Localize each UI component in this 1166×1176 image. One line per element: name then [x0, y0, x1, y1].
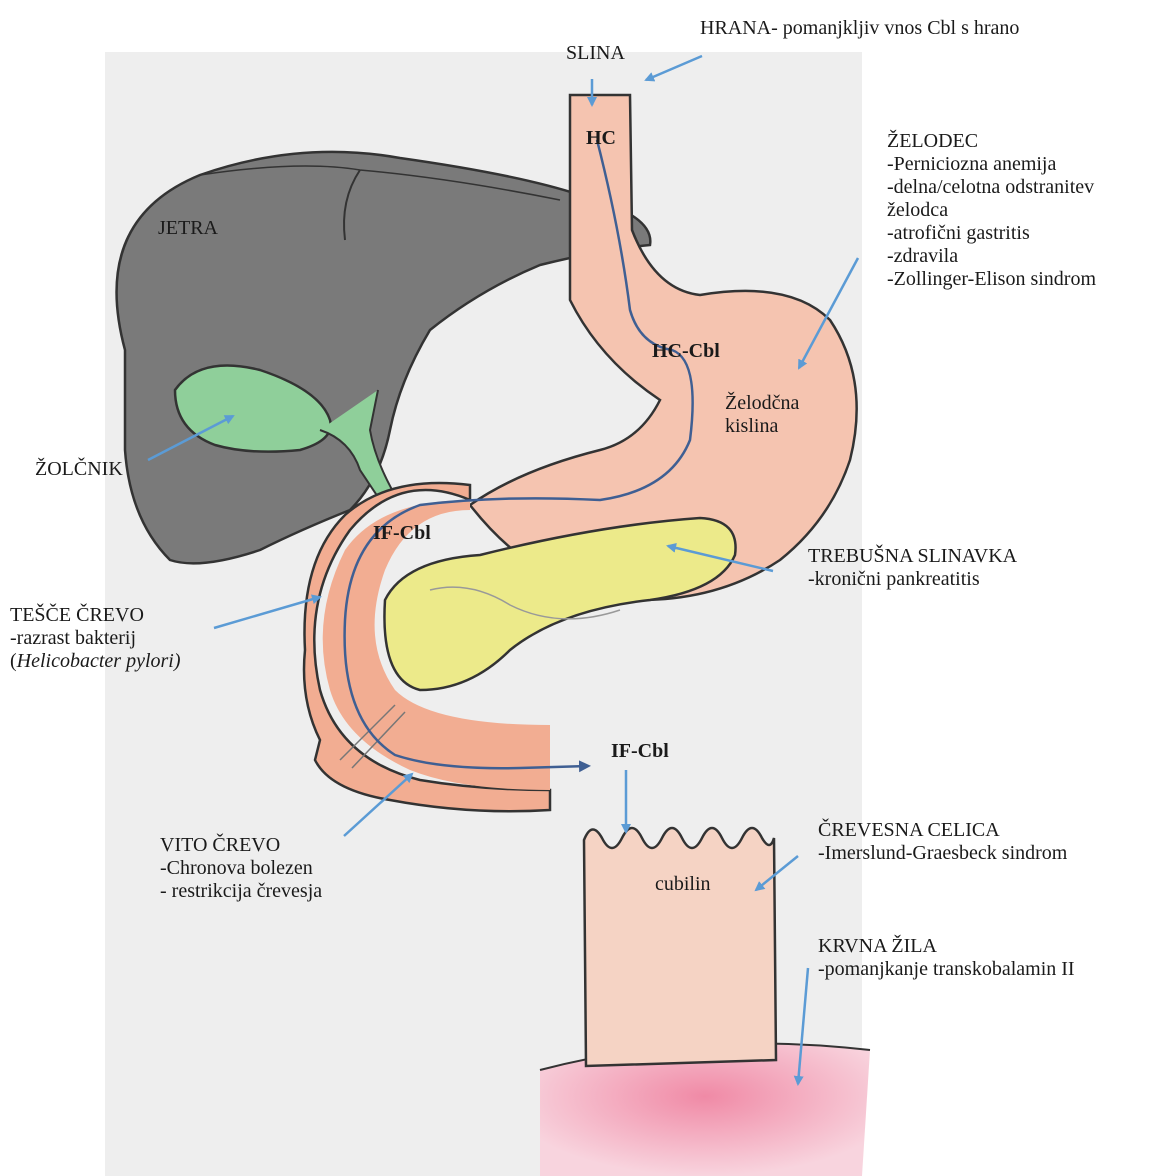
acid-line-1: Želodčna: [725, 392, 799, 415]
tesce-paren: (: [10, 650, 17, 672]
intestinal-cell: [584, 828, 776, 1066]
krvna-title: KRVNA ŽILA: [818, 935, 1075, 958]
label-if-cbl-1: IF-Cbl: [373, 522, 431, 545]
tesce-item: -razrast bakterij: [10, 627, 181, 650]
label-hc: HC: [586, 127, 616, 150]
label-krvna: KRVNA ŽILA -pomanjkanje transkobalamin I…: [818, 935, 1075, 981]
trebusna-title: TREBUŠNA SLINAVKA: [808, 545, 1017, 568]
label-stomach-acid: Želodčna kislina: [725, 392, 799, 438]
acid-line-2: kislina: [725, 415, 799, 438]
label-crevesna: ČREVESNA CELICA -Imerslund-Graesbeck sin…: [818, 819, 1067, 865]
tesce-title: TEŠČE ČREVO: [10, 604, 181, 627]
label-hc-cbl: HC-Cbl: [652, 340, 720, 363]
zelodec-title: ŽELODEC: [887, 130, 1096, 153]
crevesna-item: -Imerslund-Graesbeck sindrom: [818, 842, 1067, 865]
label-vito: VITO ČREVO -Chronova bolezen - restrikci…: [160, 834, 322, 903]
vito-item-1: -Chronova bolezen: [160, 857, 322, 880]
label-hrana: HRANA- pomanjkljiv vnos Cbl s hrano: [700, 17, 1019, 40]
krvna-item: -pomanjkanje transkobalamin II: [818, 958, 1075, 981]
zelodec-item-2: -delna/celotna odstranitev: [887, 176, 1096, 199]
label-jetra: JETRA: [158, 217, 218, 240]
trebusna-item: -kronični pankreatitis: [808, 568, 1017, 591]
zelodec-item-1: -Perniciozna anemija: [887, 153, 1096, 176]
label-trebusna: TREBUŠNA SLINAVKA -kronični pankreatitis: [808, 545, 1017, 591]
zelodec-item-6: -Zollinger-Elison sindrom: [887, 268, 1096, 291]
label-if-cbl-2: IF-Cbl: [611, 740, 669, 763]
label-tesce: TEŠČE ČREVO -razrast bakterij (Helicobac…: [10, 604, 181, 673]
label-cubilin: cubilin: [655, 873, 711, 896]
vito-item-2: - restrikcija črevesja: [160, 880, 322, 903]
crevesna-title: ČREVESNA CELICA: [818, 819, 1067, 842]
tesce-italic: Helicobacter pylori): [17, 650, 181, 672]
zelodec-item-4: -atrofični gastritis: [887, 222, 1096, 245]
label-zolcnik: ŽOLČNIK: [35, 458, 123, 481]
vito-title: VITO ČREVO: [160, 834, 322, 857]
zelodec-item-5: -zdravila: [887, 245, 1096, 268]
label-slina: SLINA: [566, 42, 625, 65]
zelodec-item-3: želodca: [887, 199, 1096, 222]
label-zelodec: ŽELODEC -Perniciozna anemija -delna/celo…: [887, 130, 1096, 291]
